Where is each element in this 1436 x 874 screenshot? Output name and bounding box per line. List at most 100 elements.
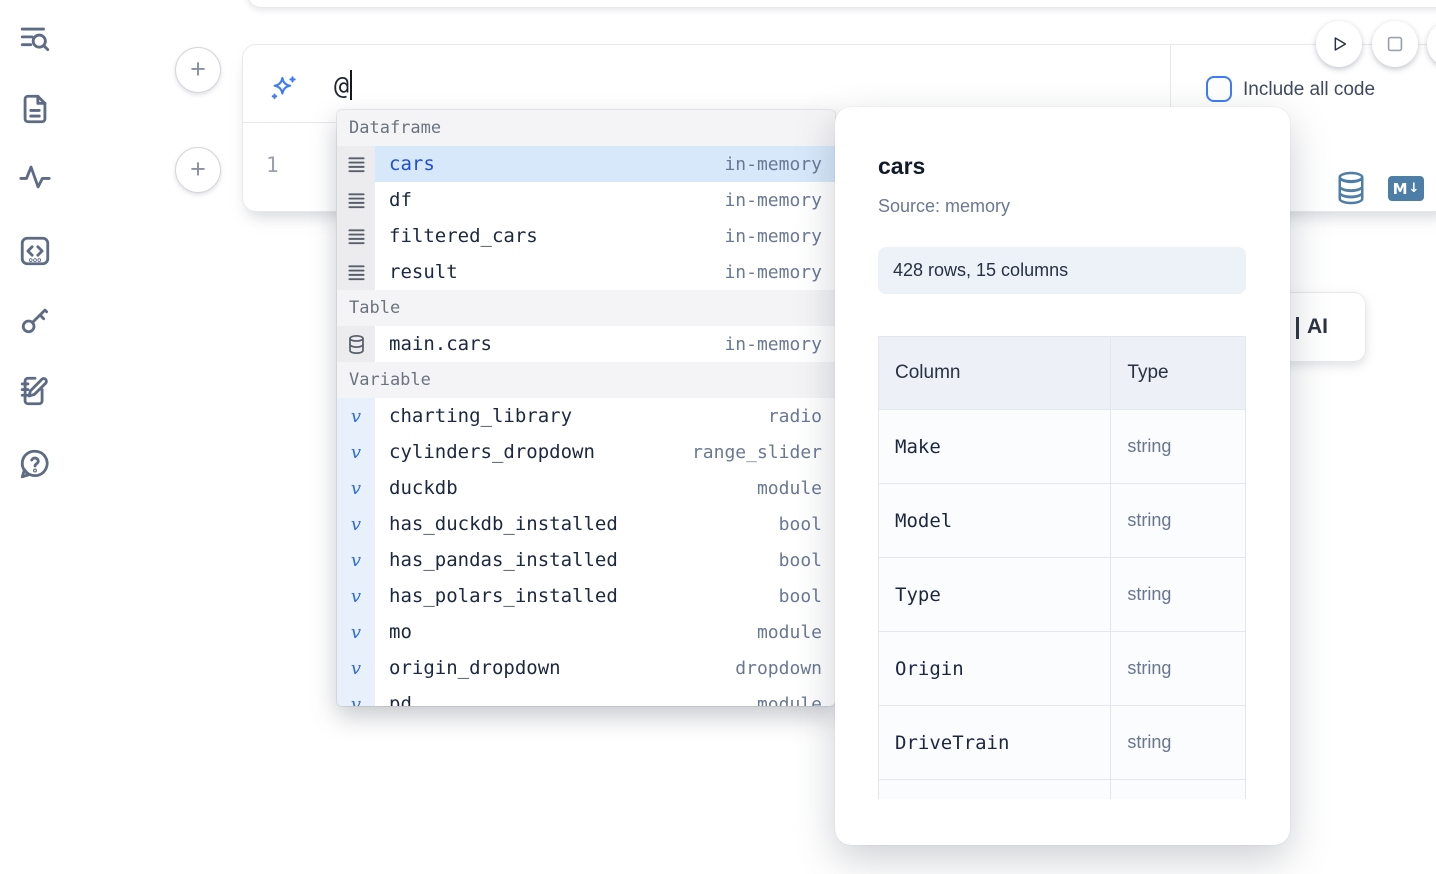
- completion-type: range_slider: [691, 441, 822, 463]
- table-row-partial: [878, 779, 1246, 799]
- markdown-download-icon[interactable]: M↓: [1388, 176, 1424, 201]
- dataframe-icon: [337, 218, 375, 254]
- variable-icon: v: [337, 434, 375, 470]
- add-cell-below-button[interactable]: +: [175, 147, 221, 193]
- key-icon[interactable]: [18, 303, 52, 343]
- completion-type: in-memory: [724, 153, 822, 175]
- variable-icon: v: [337, 470, 375, 506]
- column-name-cell: Model: [878, 483, 1112, 558]
- document-icon[interactable]: [18, 92, 52, 132]
- column-type-cell: string: [1110, 705, 1246, 780]
- column-name-cell: Make: [878, 409, 1112, 484]
- code-line-number: 1: [266, 153, 279, 177]
- autocomplete-item-cylinders_dropdown[interactable]: v cylinders_dropdown range_slider: [337, 434, 835, 470]
- dataframe-icon: [337, 146, 375, 182]
- ai-prompt-input[interactable]: @: [320, 60, 1160, 116]
- run-cell-button[interactable]: [1316, 21, 1362, 67]
- add-cell-above-button[interactable]: +: [175, 47, 221, 93]
- preview-stats-badge: 428 rows, 15 columns: [878, 247, 1246, 294]
- column-type-cell: string: [1110, 483, 1246, 558]
- cell-divider-vertical: [1170, 45, 1171, 122]
- column-type-cell: string: [1110, 409, 1246, 484]
- variable-icon: v: [337, 398, 375, 434]
- preview-title: cars: [878, 153, 926, 179]
- completion-type: radio: [767, 405, 822, 427]
- variable-icon: v: [337, 578, 375, 614]
- completion-name: df: [389, 189, 412, 211]
- completion-type: bool: [778, 549, 822, 571]
- include-all-code-checkbox[interactable]: [1206, 76, 1232, 102]
- completion-name: mo: [389, 621, 412, 643]
- column-name-cell: Type: [878, 557, 1112, 632]
- completion-type: bool: [778, 513, 822, 535]
- completion-type: in-memory: [724, 189, 822, 211]
- autocomplete-section-header: Dataframe: [337, 110, 835, 146]
- autocomplete-section-header: Table: [337, 290, 835, 326]
- stop-button[interactable]: [1372, 21, 1418, 67]
- autocomplete-item-main.cars[interactable]: main.cars in-memory: [337, 326, 835, 362]
- autocomplete-section-header: Variable: [337, 362, 835, 398]
- list-search-icon[interactable]: [18, 22, 52, 62]
- variable-icon: v: [337, 614, 375, 650]
- code-snippets-icon[interactable]: [18, 234, 52, 274]
- extra-action-button[interactable]: [1427, 21, 1436, 67]
- completion-name: has_polars_installed: [389, 585, 618, 607]
- variable-icon: v: [337, 542, 375, 578]
- completion-name: main.cars: [389, 333, 492, 355]
- completion-type: in-memory: [724, 261, 822, 283]
- variable-icon: v: [337, 650, 375, 686]
- text-caret: [350, 70, 353, 100]
- dataframe-icon: [337, 182, 375, 218]
- column-type-cell: string: [1110, 631, 1246, 706]
- completion-name: duckdb: [389, 477, 458, 499]
- dataframe-preview-panel: cars Source: memory 428 rows, 15 columns…: [835, 107, 1290, 845]
- completion-type: in-memory: [724, 333, 822, 355]
- sidebar: [0, 0, 72, 874]
- autocomplete-item-has_polars_installed[interactable]: v has_polars_installed bool: [337, 578, 835, 614]
- completion-type: module: [756, 693, 822, 707]
- database-icon[interactable]: [1336, 170, 1366, 206]
- ai-sparkle-icon: [268, 74, 298, 104]
- autocomplete-item-result[interactable]: result in-memory: [337, 254, 835, 290]
- completion-name: result: [389, 261, 458, 283]
- ai-button-clipped-glyph: [1296, 317, 1299, 339]
- activity-icon[interactable]: [18, 160, 52, 200]
- completion-name: cars: [389, 153, 435, 175]
- variable-icon: v: [337, 686, 375, 706]
- autocomplete-item-df[interactable]: df in-memory: [337, 182, 835, 218]
- column-name-cell: Origin: [878, 631, 1112, 706]
- preview-table-header-column: Column: [878, 336, 1112, 410]
- notebook-pen-icon[interactable]: [18, 374, 52, 414]
- autocomplete-item-pd[interactable]: v pd module: [337, 686, 835, 706]
- completion-name: cylinders_dropdown: [389, 441, 595, 463]
- autocomplete-item-cars[interactable]: cars in-memory: [337, 146, 835, 182]
- autocomplete-item-charting_library[interactable]: v charting_library radio: [337, 398, 835, 434]
- completion-name: has_duckdb_installed: [389, 513, 618, 535]
- prompt-text: @: [334, 71, 350, 100]
- help-chat-icon[interactable]: [18, 447, 52, 487]
- completion-type: bool: [778, 585, 822, 607]
- preview-table-header-type: Type: [1110, 336, 1246, 410]
- preview-source: Source: memory: [878, 196, 1011, 216]
- completion-name: charting_library: [389, 405, 573, 427]
- dataframe-icon: [337, 254, 375, 290]
- completion-type: dropdown: [735, 657, 822, 679]
- column-name-cell: DriveTrain: [878, 705, 1112, 780]
- completion-name: filtered_cars: [389, 225, 538, 247]
- completion-name: pd: [389, 693, 412, 706]
- previous-cell-bottom: [247, 0, 1436, 8]
- completion-type: module: [756, 477, 822, 499]
- database-icon: [337, 326, 375, 362]
